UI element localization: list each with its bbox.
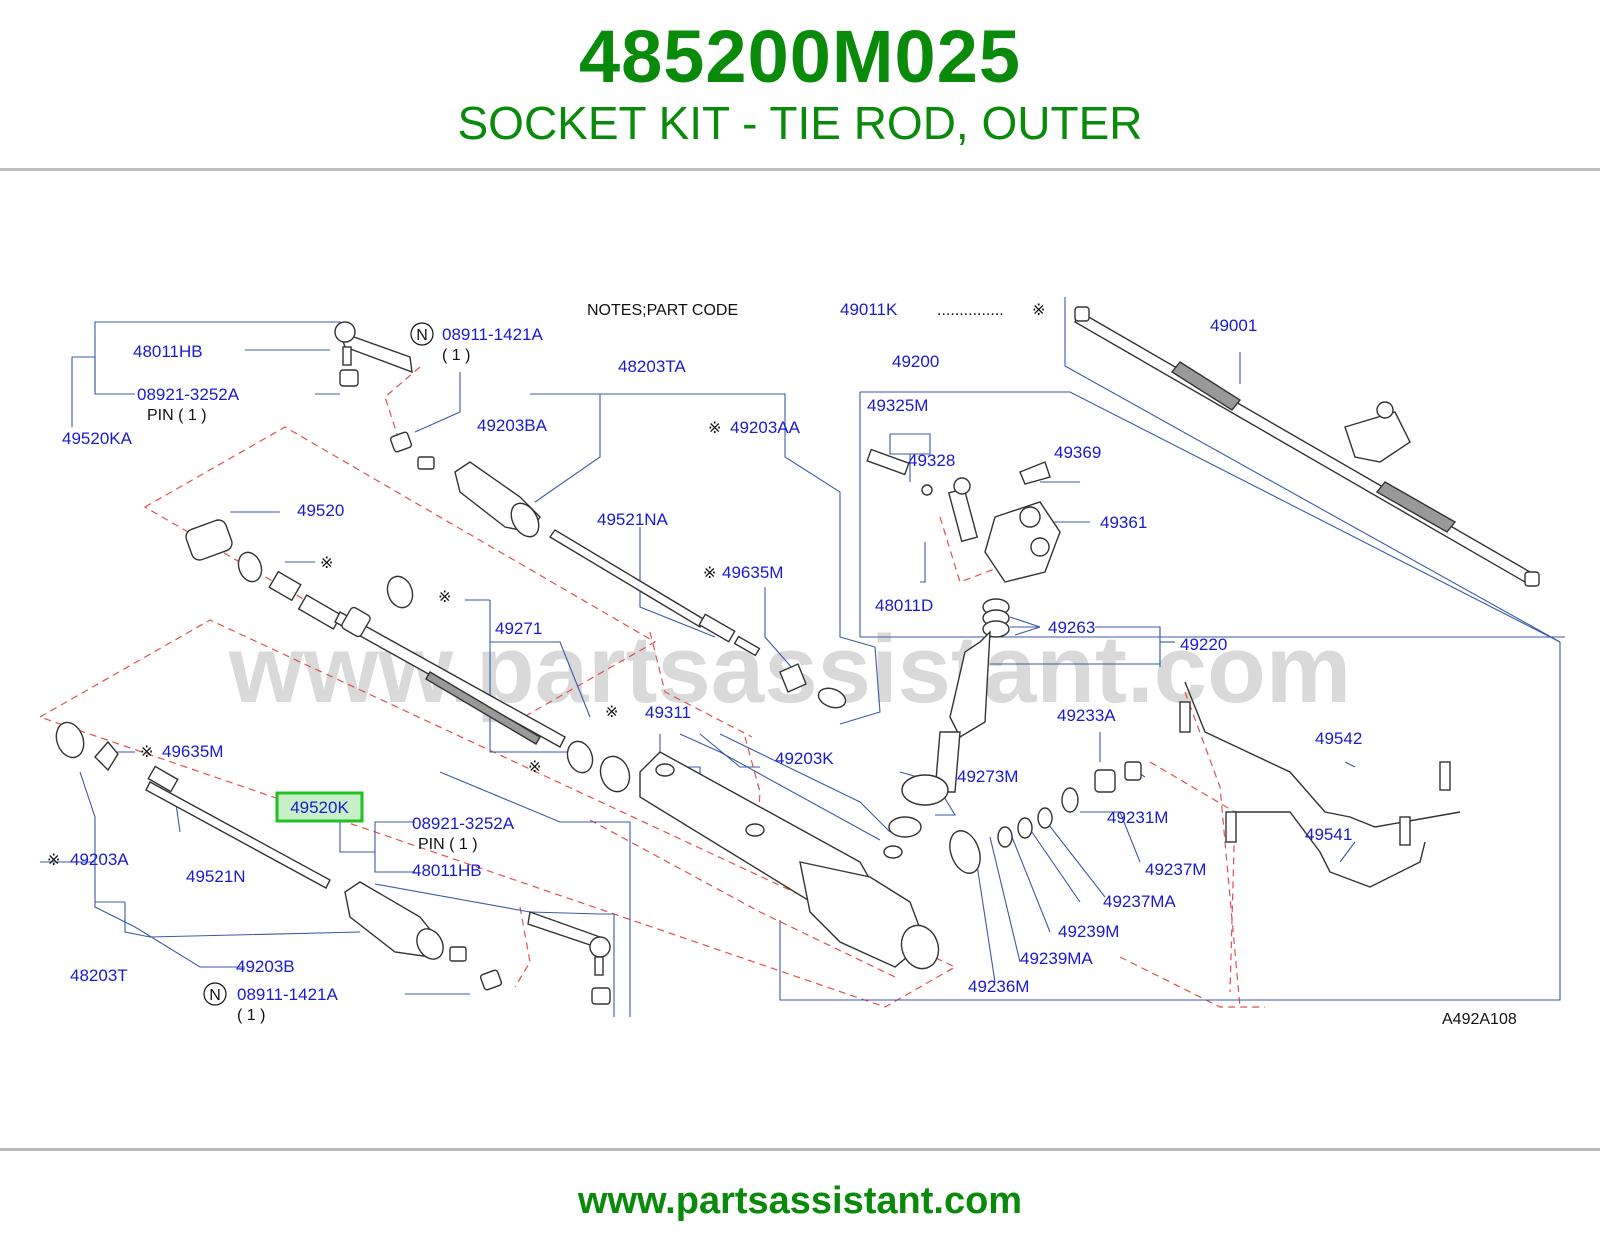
- label-49521N: 49521N: [186, 867, 246, 886]
- label-48203T: 48203T: [70, 966, 128, 985]
- label-49520KA: 49520KA: [62, 429, 133, 448]
- part-labels: 48011HB 08921-3252A PIN ( 1 ) 49520KA N …: [47, 316, 1517, 1028]
- label-48011HB-bot: 48011HB: [412, 861, 482, 880]
- label-49311: 49311: [645, 703, 691, 722]
- label-49203K: 49203K: [775, 749, 834, 768]
- label-49220: 49220: [1180, 635, 1227, 654]
- mark-49635M-mid: ※: [703, 565, 716, 582]
- label-49273M: 49273M: [957, 767, 1018, 786]
- label-49233A: 49233A: [1057, 706, 1116, 725]
- label-49369: 49369: [1054, 443, 1101, 462]
- label-49203AA: 49203AA: [730, 418, 801, 437]
- label-49203B: 49203B: [236, 957, 295, 976]
- mark-rack-seal: ※: [528, 759, 541, 776]
- footer-url-link[interactable]: www.partsassistant.com: [577, 1180, 1023, 1222]
- label-48011HB-top: 48011HB: [133, 342, 203, 361]
- label-qty-top: ( 1 ): [442, 347, 470, 364]
- label-49237MA: 49237MA: [1103, 892, 1176, 911]
- label-49001: 49001: [1210, 316, 1257, 335]
- label-08921-bot: 08921-3252A: [412, 814, 515, 833]
- n-circle-top: [410, 322, 434, 346]
- mark-49203A: ※: [47, 852, 60, 869]
- label-49236M: 49236M: [968, 977, 1029, 996]
- page-header: 485200M025 SOCKET KIT - TIE ROD, OUTER: [0, 0, 1600, 170]
- label-49203A: 49203A: [70, 850, 129, 869]
- highlight-box[interactable]: [275, 791, 364, 823]
- label-49239M: 49239M: [1058, 922, 1119, 941]
- label-49361: 49361: [1100, 513, 1147, 532]
- label-qty-bot: ( 1 ): [237, 1007, 265, 1024]
- label-49521NA: 49521NA: [597, 510, 669, 529]
- label-49263: 49263: [1048, 618, 1095, 637]
- part-number-title: 485200M025: [578, 15, 1022, 98]
- label-49203BA: 49203BA: [477, 416, 548, 435]
- label-08911-top: 08911-1421A: [442, 325, 543, 344]
- n-circle-bot: [203, 982, 227, 1006]
- label-49237M: 49237M: [1145, 860, 1206, 879]
- mark-bushing: ※: [605, 704, 618, 721]
- label-49328: 49328: [908, 451, 955, 470]
- part-description: SOCKET KIT - TIE ROD, OUTER: [457, 97, 1143, 149]
- label-49520: 49520: [297, 501, 344, 520]
- notes-mark: ※: [1032, 302, 1045, 319]
- notes-text: NOTES;PART CODE: [587, 302, 738, 319]
- footer-divider: [0, 1148, 1600, 1151]
- mark-49203AA: ※: [708, 420, 721, 437]
- label-49231M: 49231M: [1107, 808, 1168, 827]
- label-08921-top: 08921-3252A: [137, 385, 240, 404]
- label-pin-top: PIN ( 1 ): [147, 407, 207, 424]
- label-49239MA: 49239MA: [1020, 949, 1093, 968]
- label-48203TA: 48203TA: [618, 357, 686, 376]
- label-49635M-left: 49635M: [162, 742, 223, 761]
- label-49541: 49541: [1305, 825, 1352, 844]
- mark-49520-seal: ※: [320, 555, 333, 572]
- part-shapes: [55, 306, 1540, 1005]
- label-n-bot: N: [209, 987, 221, 1004]
- label-49325M: 49325M: [867, 396, 928, 415]
- notes-code: 49011K: [840, 300, 898, 319]
- label-49200: 49200: [892, 352, 939, 371]
- label-49635M-mid: 49635M: [722, 563, 783, 582]
- label-pin-bot: PIN ( 1 ): [418, 836, 478, 853]
- label-08911-bot: 08911-1421A: [237, 985, 338, 1004]
- label-49271: 49271: [495, 619, 542, 638]
- mark-ring: ※: [438, 589, 451, 606]
- label-49520K-highlight[interactable]: 49520K: [290, 798, 349, 817]
- notes-dots: ...............: [937, 302, 1004, 319]
- parts-diagram: www.partsassistant.com NOTES;PART CODE 4…: [38, 297, 1565, 1028]
- label-48011D: 48011D: [875, 596, 933, 615]
- diagram-ref-code: A492A108: [1442, 1011, 1517, 1028]
- header-divider: [0, 168, 1600, 171]
- mark-49635M-left: ※: [140, 744, 153, 761]
- label-n-top: N: [416, 327, 428, 344]
- label-49542: 49542: [1315, 729, 1362, 748]
